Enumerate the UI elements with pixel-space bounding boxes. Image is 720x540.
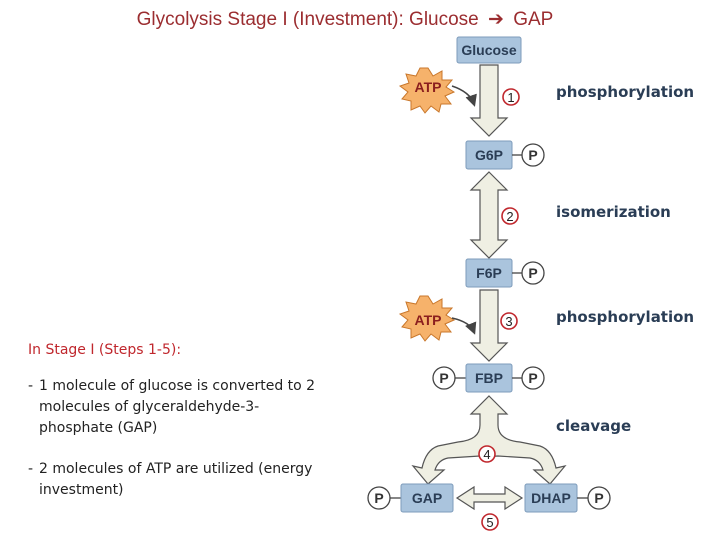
svg-text:P: P: [528, 147, 537, 163]
f6p-label: F6P: [476, 265, 502, 281]
reaction-label-step2: isomerization: [556, 203, 671, 221]
step-1-marker: 1: [502, 88, 520, 106]
f6p-box: F6P: [465, 258, 513, 288]
step-5-marker: 5: [481, 513, 499, 531]
step-5-number: 5: [486, 515, 493, 530]
reaction-label-step1: phosphorylation: [556, 83, 694, 101]
svg-text:P: P: [439, 370, 448, 386]
step-3-number: 3: [505, 314, 512, 329]
phosphate-g6p: P: [521, 143, 545, 167]
glucose-label: Glucose: [461, 42, 516, 58]
atp-starburst-1: ATP: [398, 67, 456, 114]
atp-curve-arrow-2: [451, 317, 477, 335]
phosphate-gap: P: [367, 486, 391, 510]
title-text: Glycolysis Stage I (Investment): Glucose: [136, 9, 479, 30]
svg-text:P: P: [528, 370, 537, 386]
note-text: 2 molecules of ATP are utilized (energy …: [39, 461, 313, 498]
arrow-glucose-g6p: [469, 64, 509, 137]
g6p-label: G6P: [475, 147, 503, 163]
g6p-box: G6P: [465, 140, 513, 170]
reaction-label-step4: cleavage: [556, 417, 631, 435]
step-2-number: 2: [506, 209, 513, 224]
glucose-box: Glucose: [456, 36, 522, 64]
phosphate-fbp-right: P: [521, 366, 545, 390]
arrow-f6p-fbp: [469, 289, 509, 362]
arrow-gap-dhap: [455, 485, 524, 511]
step-1-number: 1: [507, 90, 514, 105]
atp-label-2: ATP: [415, 312, 442, 328]
step-2-marker: 2: [501, 207, 519, 225]
page-title: Glycolysis Stage I (Investment): Glucose…: [0, 8, 690, 31]
arrow-right-icon: ➔: [488, 9, 504, 30]
title-target: GAP: [513, 9, 554, 30]
note-item: - 2 molecules of ATP are utilized (energ…: [28, 459, 328, 501]
step-4-marker: 4: [478, 445, 496, 463]
gap-label: GAP: [412, 490, 442, 506]
fbp-box: FBP: [465, 363, 513, 393]
phosphate-fbp-left: P: [432, 366, 456, 390]
svg-text:P: P: [594, 490, 603, 506]
note-text: 1 molecule of glucose is converted to 2 …: [39, 378, 316, 436]
note-item: - 1 molecule of glucose is converted to …: [28, 376, 328, 439]
stage-notes: In Stage I (Steps 1-5): - 1 molecule of …: [28, 342, 328, 521]
notes-heading: In Stage I (Steps 1-5):: [28, 342, 182, 358]
note-dash: -: [28, 461, 34, 477]
atp-label-1: ATP: [415, 79, 442, 95]
atp-starburst-2: ATP: [398, 295, 456, 342]
step-4-number: 4: [483, 447, 490, 462]
phosphate-dhap: P: [587, 486, 611, 510]
svg-text:P: P: [528, 265, 537, 281]
gap-box: GAP: [400, 483, 454, 513]
cleavage-branch-arrow: [411, 395, 567, 485]
step-3-marker: 3: [500, 312, 518, 330]
atp-curve-arrow-1: [451, 85, 477, 107]
note-dash: -: [28, 378, 34, 394]
reaction-label-step3: phosphorylation: [556, 308, 694, 326]
dhap-label: DHAP: [531, 490, 571, 506]
starburst-icon: [398, 67, 456, 114]
arrow-g6p-f6p: [469, 171, 509, 259]
phosphate-f6p: P: [521, 261, 545, 285]
starburst-icon: [398, 295, 456, 342]
dhap-box: DHAP: [524, 483, 578, 513]
svg-text:P: P: [374, 490, 383, 506]
fbp-label: FBP: [475, 370, 503, 386]
